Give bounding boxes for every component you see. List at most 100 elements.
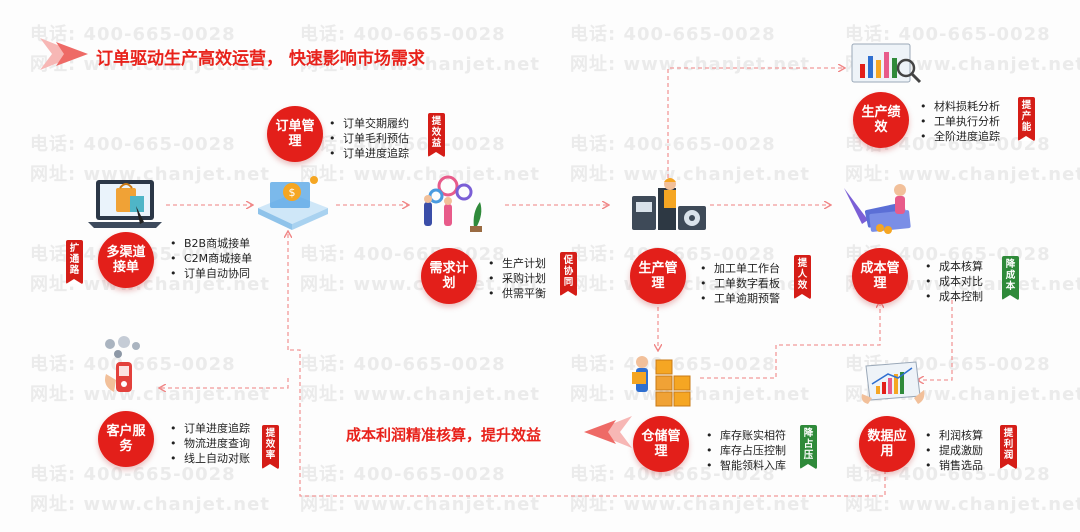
watermark-phone: 电话: 400-665-0028 bbox=[845, 24, 1051, 45]
laptop-shopping-icon bbox=[88, 180, 162, 228]
list-item: 供需平衡 bbox=[488, 286, 546, 301]
watermark-phone: 电话: 400-665-0028 bbox=[300, 354, 506, 375]
watermark-phone: 电话: 400-665-0028 bbox=[30, 24, 236, 45]
list-item: 工单逾期预警 bbox=[700, 291, 780, 306]
list-item: 订单自动协同 bbox=[170, 266, 252, 281]
list-item: 成本控制 bbox=[925, 289, 983, 304]
platform-coin-icon: $ bbox=[258, 176, 328, 230]
watermark-phone: 电话: 400-665-0028 bbox=[30, 134, 236, 155]
headline-top: 订单驱动生产高效运营， 快速影响市场需求 bbox=[96, 49, 425, 69]
node-label: 成本管理 bbox=[860, 261, 900, 291]
watermark-site: 网址: www.chanjet.net bbox=[845, 164, 1080, 185]
cost-management-list: 成本核算 成本对比 成本控制 bbox=[925, 259, 983, 304]
list-item: 全阶进度追踪 bbox=[920, 129, 1000, 144]
list-item: B2B商城接单 bbox=[170, 236, 252, 251]
watermark-site: 网址: www.chanjet.net bbox=[570, 54, 810, 75]
data-screen-icon bbox=[861, 361, 925, 404]
benefit-tag: 提利润 bbox=[1000, 425, 1017, 469]
watermark-site: 网址: www.chanjet.net bbox=[845, 494, 1080, 515]
list-item: C2M商城接单 bbox=[170, 251, 252, 266]
analytics-board-icon bbox=[851, 43, 922, 84]
handheld-service-icon bbox=[105, 336, 140, 392]
node-data-application[interactable]: 数据应用 bbox=[859, 416, 915, 472]
node-order-management[interactable]: 订单管理 bbox=[267, 106, 323, 162]
list-item: 成本对比 bbox=[925, 274, 983, 289]
list-item: 加工单工作台 bbox=[700, 261, 780, 276]
node-customer-service[interactable]: 客户服务 bbox=[98, 411, 154, 467]
node-label: 仓储管理 bbox=[641, 429, 681, 459]
demand-plan-list: 生产计划 采购计划 供需平衡 bbox=[488, 256, 546, 301]
list-item: 订单交期履约 bbox=[329, 116, 409, 131]
warehouse-management-list: 库存账实相符 库存占压控制 智能领料入库 bbox=[706, 428, 786, 473]
watermark-site: 网址: www.chanjet.net bbox=[300, 384, 540, 405]
list-item: 采购计划 bbox=[488, 271, 546, 286]
headline-bottom: 成本利润精准核算，提升效益 bbox=[346, 426, 542, 444]
watermark-site: 网址: www.chanjet.net bbox=[30, 384, 270, 405]
benefit-tag: 促协同 bbox=[560, 252, 577, 296]
benefit-tag: 提人效 bbox=[794, 255, 811, 299]
list-item: 利润核算 bbox=[925, 428, 983, 443]
svg-text:$: $ bbox=[289, 186, 296, 199]
node-production-performance[interactable]: 生产绩效 bbox=[853, 92, 909, 148]
node-label: 生产绩效 bbox=[861, 105, 901, 135]
watermark-phone: 电话: 400-665-0028 bbox=[300, 24, 506, 45]
list-item: 线上自动对账 bbox=[170, 451, 250, 466]
warehouse-boxes-icon bbox=[632, 356, 691, 407]
list-item: 工单数字看板 bbox=[700, 276, 780, 291]
node-label: 多渠道接单 bbox=[106, 245, 146, 275]
list-item: 提成激励 bbox=[925, 443, 983, 458]
data-application-list: 利润核算 提成激励 销售选品 bbox=[925, 428, 983, 473]
list-item: 订单进度追踪 bbox=[170, 421, 250, 436]
list-item: 智能领料入库 bbox=[706, 458, 786, 473]
team-gears-icon bbox=[424, 175, 482, 232]
list-item: 订单进度追踪 bbox=[329, 146, 409, 161]
benefit-tag: 提产能 bbox=[1018, 97, 1035, 141]
list-item: 生产计划 bbox=[488, 256, 546, 271]
watermark-phone: 电话: 400-665-0028 bbox=[570, 134, 776, 155]
list-item: 销售选品 bbox=[925, 458, 983, 473]
watermark-site: 网址: www.chanjet.net bbox=[300, 164, 540, 185]
customer-service-list: 订单进度追踪 物流进度查询 线上自动对账 bbox=[170, 421, 250, 466]
node-label: 数据应用 bbox=[867, 429, 907, 459]
watermark-site: 网址: www.chanjet.net bbox=[300, 274, 540, 295]
watermark-site: 网址: www.chanjet.net bbox=[570, 494, 810, 515]
headline-arrow-left-icon bbox=[584, 416, 632, 448]
money-chart-icon bbox=[844, 184, 911, 234]
list-item: 工单执行分析 bbox=[920, 114, 1000, 129]
watermark-site: 网址: www.chanjet.net bbox=[570, 164, 810, 185]
node-label: 需求计划 bbox=[429, 261, 469, 291]
node-label: 生产管理 bbox=[638, 261, 678, 291]
multi-channel-list: B2B商城接单 C2M商城接单 订单自动协同 bbox=[170, 236, 252, 281]
node-label: 客户服务 bbox=[106, 424, 146, 454]
node-multi-channel[interactable]: 多渠道接单 bbox=[98, 232, 154, 288]
order-management-list: 订单交期履约 订单毛利预估 订单进度追踪 bbox=[329, 116, 409, 161]
benefit-tag: 降占压 bbox=[800, 425, 817, 469]
benefit-tag: 提效益 bbox=[428, 113, 445, 157]
list-item: 库存占压控制 bbox=[706, 443, 786, 458]
list-item: 物流进度查询 bbox=[170, 436, 250, 451]
benefit-tag: 提效率 bbox=[262, 425, 279, 469]
benefit-tag: 降成本 bbox=[1002, 256, 1019, 300]
list-item: 材料损耗分析 bbox=[920, 99, 1000, 114]
node-label: 订单管理 bbox=[275, 119, 315, 149]
list-item: 成本核算 bbox=[925, 259, 983, 274]
node-warehouse-management[interactable]: 仓储管理 bbox=[633, 416, 689, 472]
watermark-phone: 电话: 400-665-0028 bbox=[30, 354, 236, 375]
benefit-tag: 扩通路 bbox=[66, 240, 83, 284]
list-item: 库存账实相符 bbox=[706, 428, 786, 443]
list-item: 订单毛利预估 bbox=[329, 131, 409, 146]
watermark-phone: 电话: 400-665-0028 bbox=[300, 464, 506, 485]
production-performance-list: 材料损耗分析 工单执行分析 全阶进度追踪 bbox=[920, 99, 1000, 144]
node-cost-management[interactable]: 成本管理 bbox=[852, 248, 908, 304]
watermark-site: 网址: www.chanjet.net bbox=[300, 494, 540, 515]
headline-arrow-icon bbox=[40, 38, 88, 70]
node-production-management[interactable]: 生产管理 bbox=[630, 248, 686, 304]
watermark-site: 网址: www.chanjet.net bbox=[30, 494, 270, 515]
watermark-phone: 电话: 400-665-0028 bbox=[30, 464, 236, 485]
watermark-site: 网址: www.chanjet.net bbox=[30, 54, 270, 75]
watermark-site: 网址: www.chanjet.net bbox=[300, 54, 540, 75]
watermark-site: 网址: www.chanjet.net bbox=[30, 164, 270, 185]
node-demand-plan[interactable]: 需求计划 bbox=[421, 248, 477, 304]
